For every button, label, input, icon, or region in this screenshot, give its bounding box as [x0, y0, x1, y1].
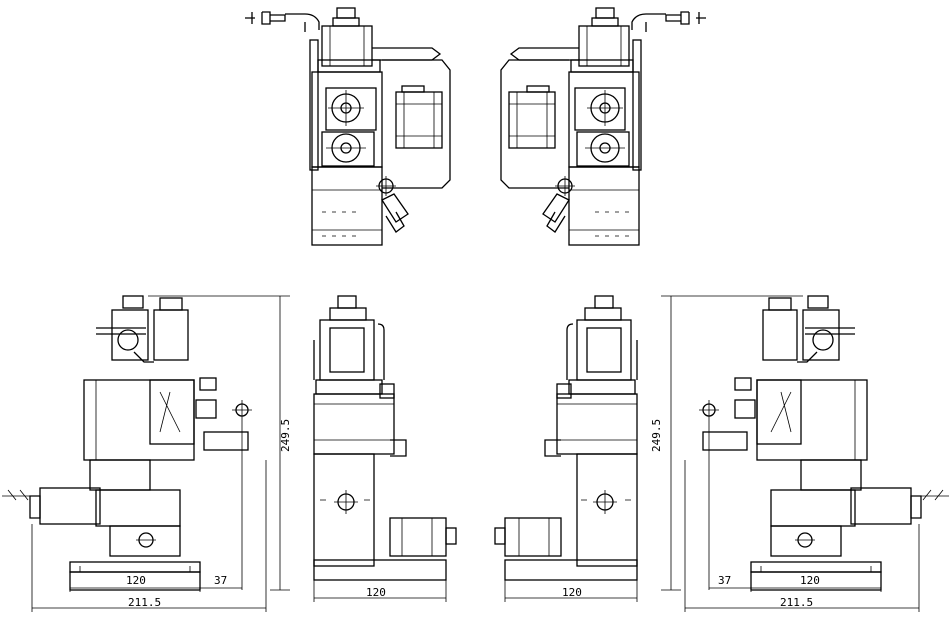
- front-view-left: [313, 295, 457, 602]
- front-view-right: [494, 295, 638, 602]
- dim-overall-left: 211.5: [128, 596, 161, 609]
- dim-height-right: 249.5: [650, 419, 663, 452]
- dim-front-width-right: 120: [562, 586, 582, 599]
- dim-width-right: 120: [800, 574, 820, 587]
- top-view-right: [500, 7, 706, 246]
- dim-offset-left: 37: [214, 574, 227, 587]
- dim-width-left: 120: [126, 574, 146, 587]
- top-view-left: [245, 7, 451, 246]
- side-view-right: [661, 295, 949, 612]
- side-view-left: [2, 295, 290, 612]
- dim-overall-right: 211.5: [780, 596, 813, 609]
- dim-front-width-left: 120: [366, 586, 386, 599]
- dim-height-left: 249.5: [279, 419, 292, 452]
- dim-offset-right: 37: [718, 574, 731, 587]
